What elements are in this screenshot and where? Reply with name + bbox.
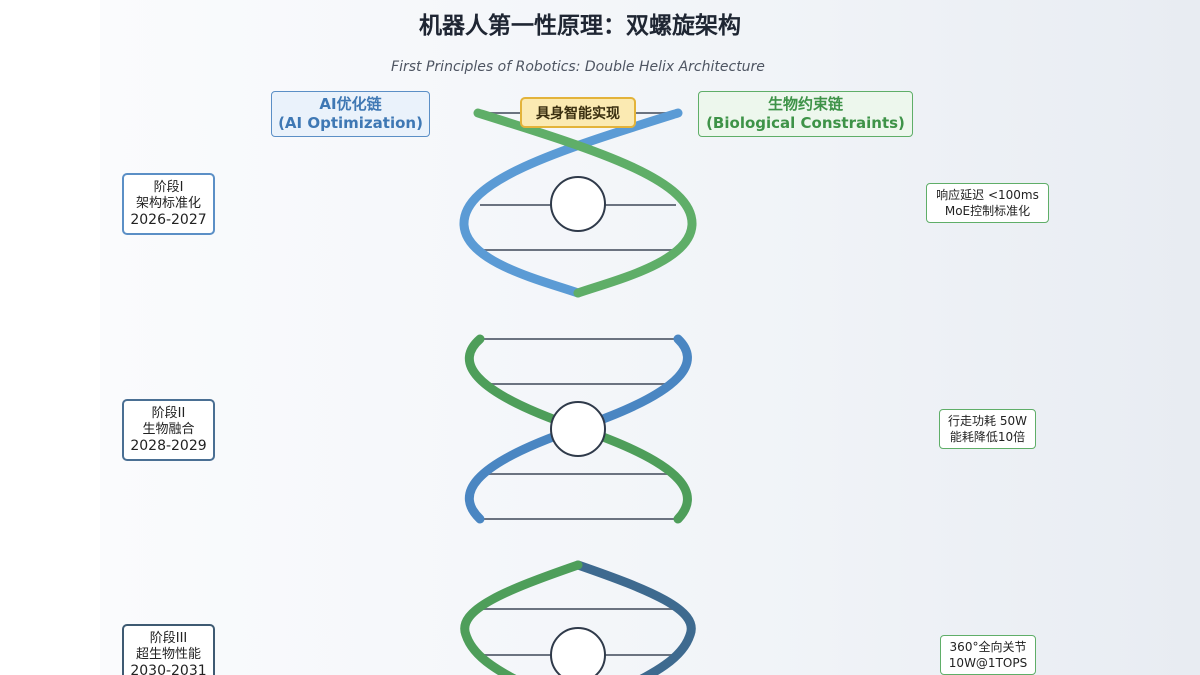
ai-strand-segment-1 <box>459 108 683 298</box>
stage-label: 阶段I <box>153 180 184 195</box>
bio-chain-subtitle: (Biological Constraints) <box>706 114 905 132</box>
helix-node <box>550 627 606 675</box>
stage-years: 2030-2031 <box>130 663 207 675</box>
stage-name: 生物融合 <box>142 422 195 437</box>
helix-node <box>550 176 606 232</box>
page-title: 机器人第一性原理：双螺旋架构 <box>419 12 741 39</box>
stage-name: 超生物性能 <box>135 647 201 662</box>
stage-3-box: 阶段III 超生物性能 2030-2031 <box>122 624 215 675</box>
stage-label: 阶段II <box>151 406 186 421</box>
embodied-intelligence-label: 具身智能实现 <box>520 97 636 128</box>
metric-line: MoE控制标准化 <box>944 204 1031 218</box>
ai-optimization-chain-label: AI优化链 (AI Optimization) <box>271 91 430 137</box>
metric-box-3: 360°全向关节 10W@1TOPS <box>940 635 1036 675</box>
ai-strand-segment-3 <box>573 560 696 675</box>
metric-line: 响应延迟 <100ms <box>936 188 1039 202</box>
ai-chain-subtitle: (AI Optimization) <box>278 114 423 132</box>
metric-box-1: 响应延迟 <100ms MoE控制标准化 <box>926 183 1049 223</box>
stage-years: 2026-2027 <box>130 212 207 228</box>
helix-node <box>550 401 606 457</box>
metric-line: 行走功耗 50W <box>948 414 1027 428</box>
stage-1-box: 阶段I 架构标准化 2026-2027 <box>122 173 215 235</box>
left-margin <box>0 0 100 675</box>
stage-name: 架构标准化 <box>135 196 201 211</box>
bio-strand-segment-1 <box>473 108 697 298</box>
bio-strand-segment-3 <box>460 560 583 675</box>
metric-box-2: 行走功耗 50W 能耗降低10倍 <box>939 409 1036 449</box>
ai-chain-title: AI优化链 <box>319 95 382 113</box>
metric-line: 360°全向关节 <box>949 640 1027 654</box>
stage-label: 阶段III <box>149 631 188 646</box>
metric-line: 能耗降低10倍 <box>949 430 1026 444</box>
stage-years: 2028-2029 <box>130 438 207 454</box>
biological-constraints-chain-label: 生物约束链 (Biological Constraints) <box>698 91 913 137</box>
page-subtitle: First Principles of Robotics: Double Hel… <box>391 59 765 75</box>
bio-chain-title: 生物约束链 <box>767 95 843 113</box>
metric-line: 10W@1TOPS <box>948 656 1028 670</box>
stage-2-box: 阶段II 生物融合 2028-2029 <box>122 399 215 461</box>
